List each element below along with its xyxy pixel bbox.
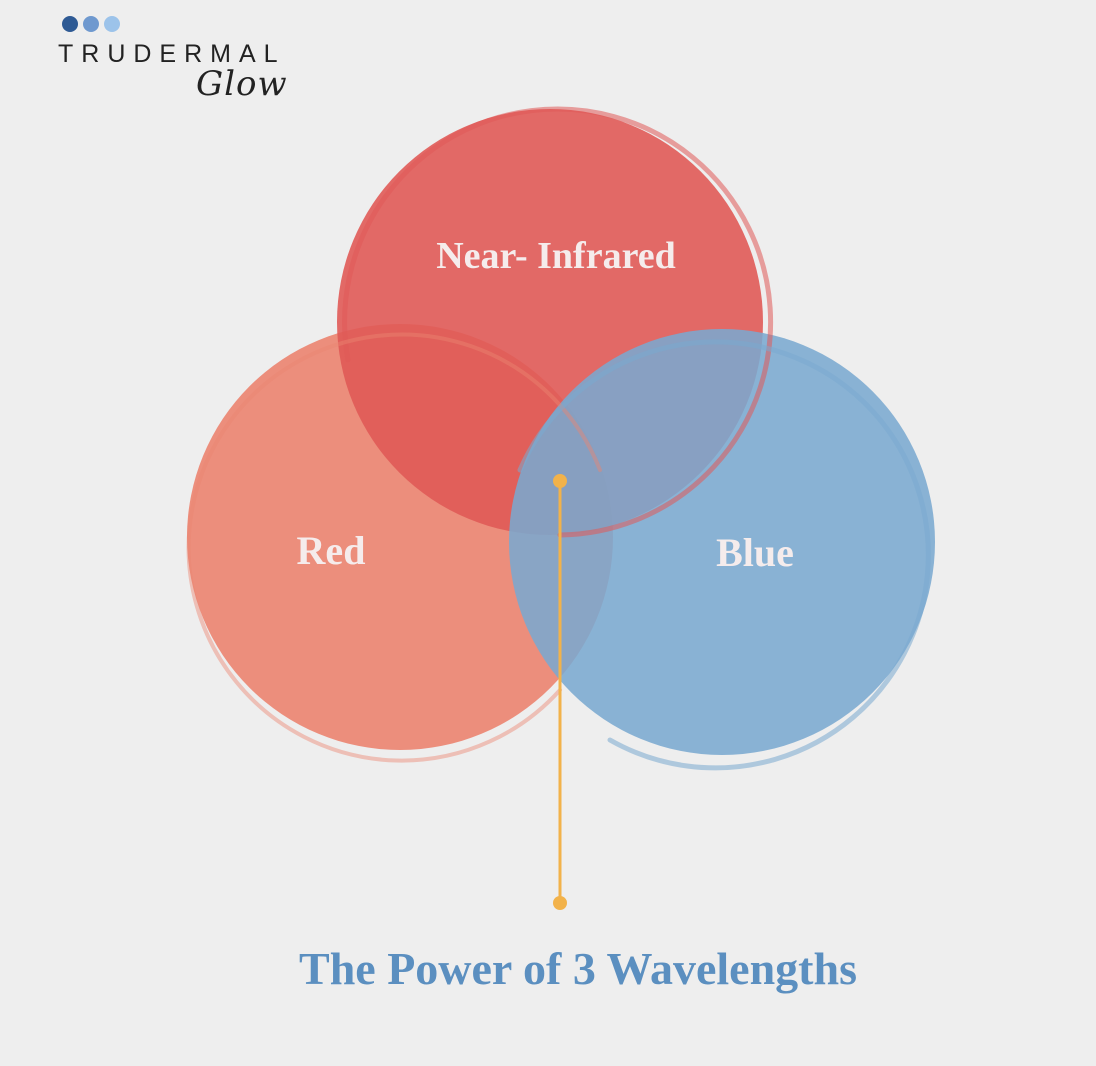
- logo-dot: [83, 16, 99, 32]
- near-infrared-brush-stroke: [342, 106, 774, 538]
- blue-label: Blue: [716, 530, 794, 575]
- blue-brush-stroke: [517, 339, 931, 771]
- diagram-caption: The Power of 3 Wavelengths: [299, 943, 857, 994]
- connector: [553, 474, 567, 910]
- connector-dot-top: [553, 474, 567, 488]
- blue-circle: [509, 329, 935, 755]
- connector-dot-bottom: [553, 896, 567, 910]
- red-label: Red: [297, 528, 366, 573]
- logo-script: Glow: [196, 64, 288, 104]
- brush-strokes: [186, 106, 931, 771]
- red-brush-stroke: [186, 332, 602, 763]
- logo-dot: [104, 16, 120, 32]
- brand-logo: TRUDERMAL Glow: [58, 14, 328, 114]
- near-infrared-label: Near- Infrared: [436, 235, 676, 277]
- logo-dot: [62, 16, 78, 32]
- circles-group: [187, 109, 935, 755]
- logo-wordmark: TRUDERMAL: [58, 40, 286, 68]
